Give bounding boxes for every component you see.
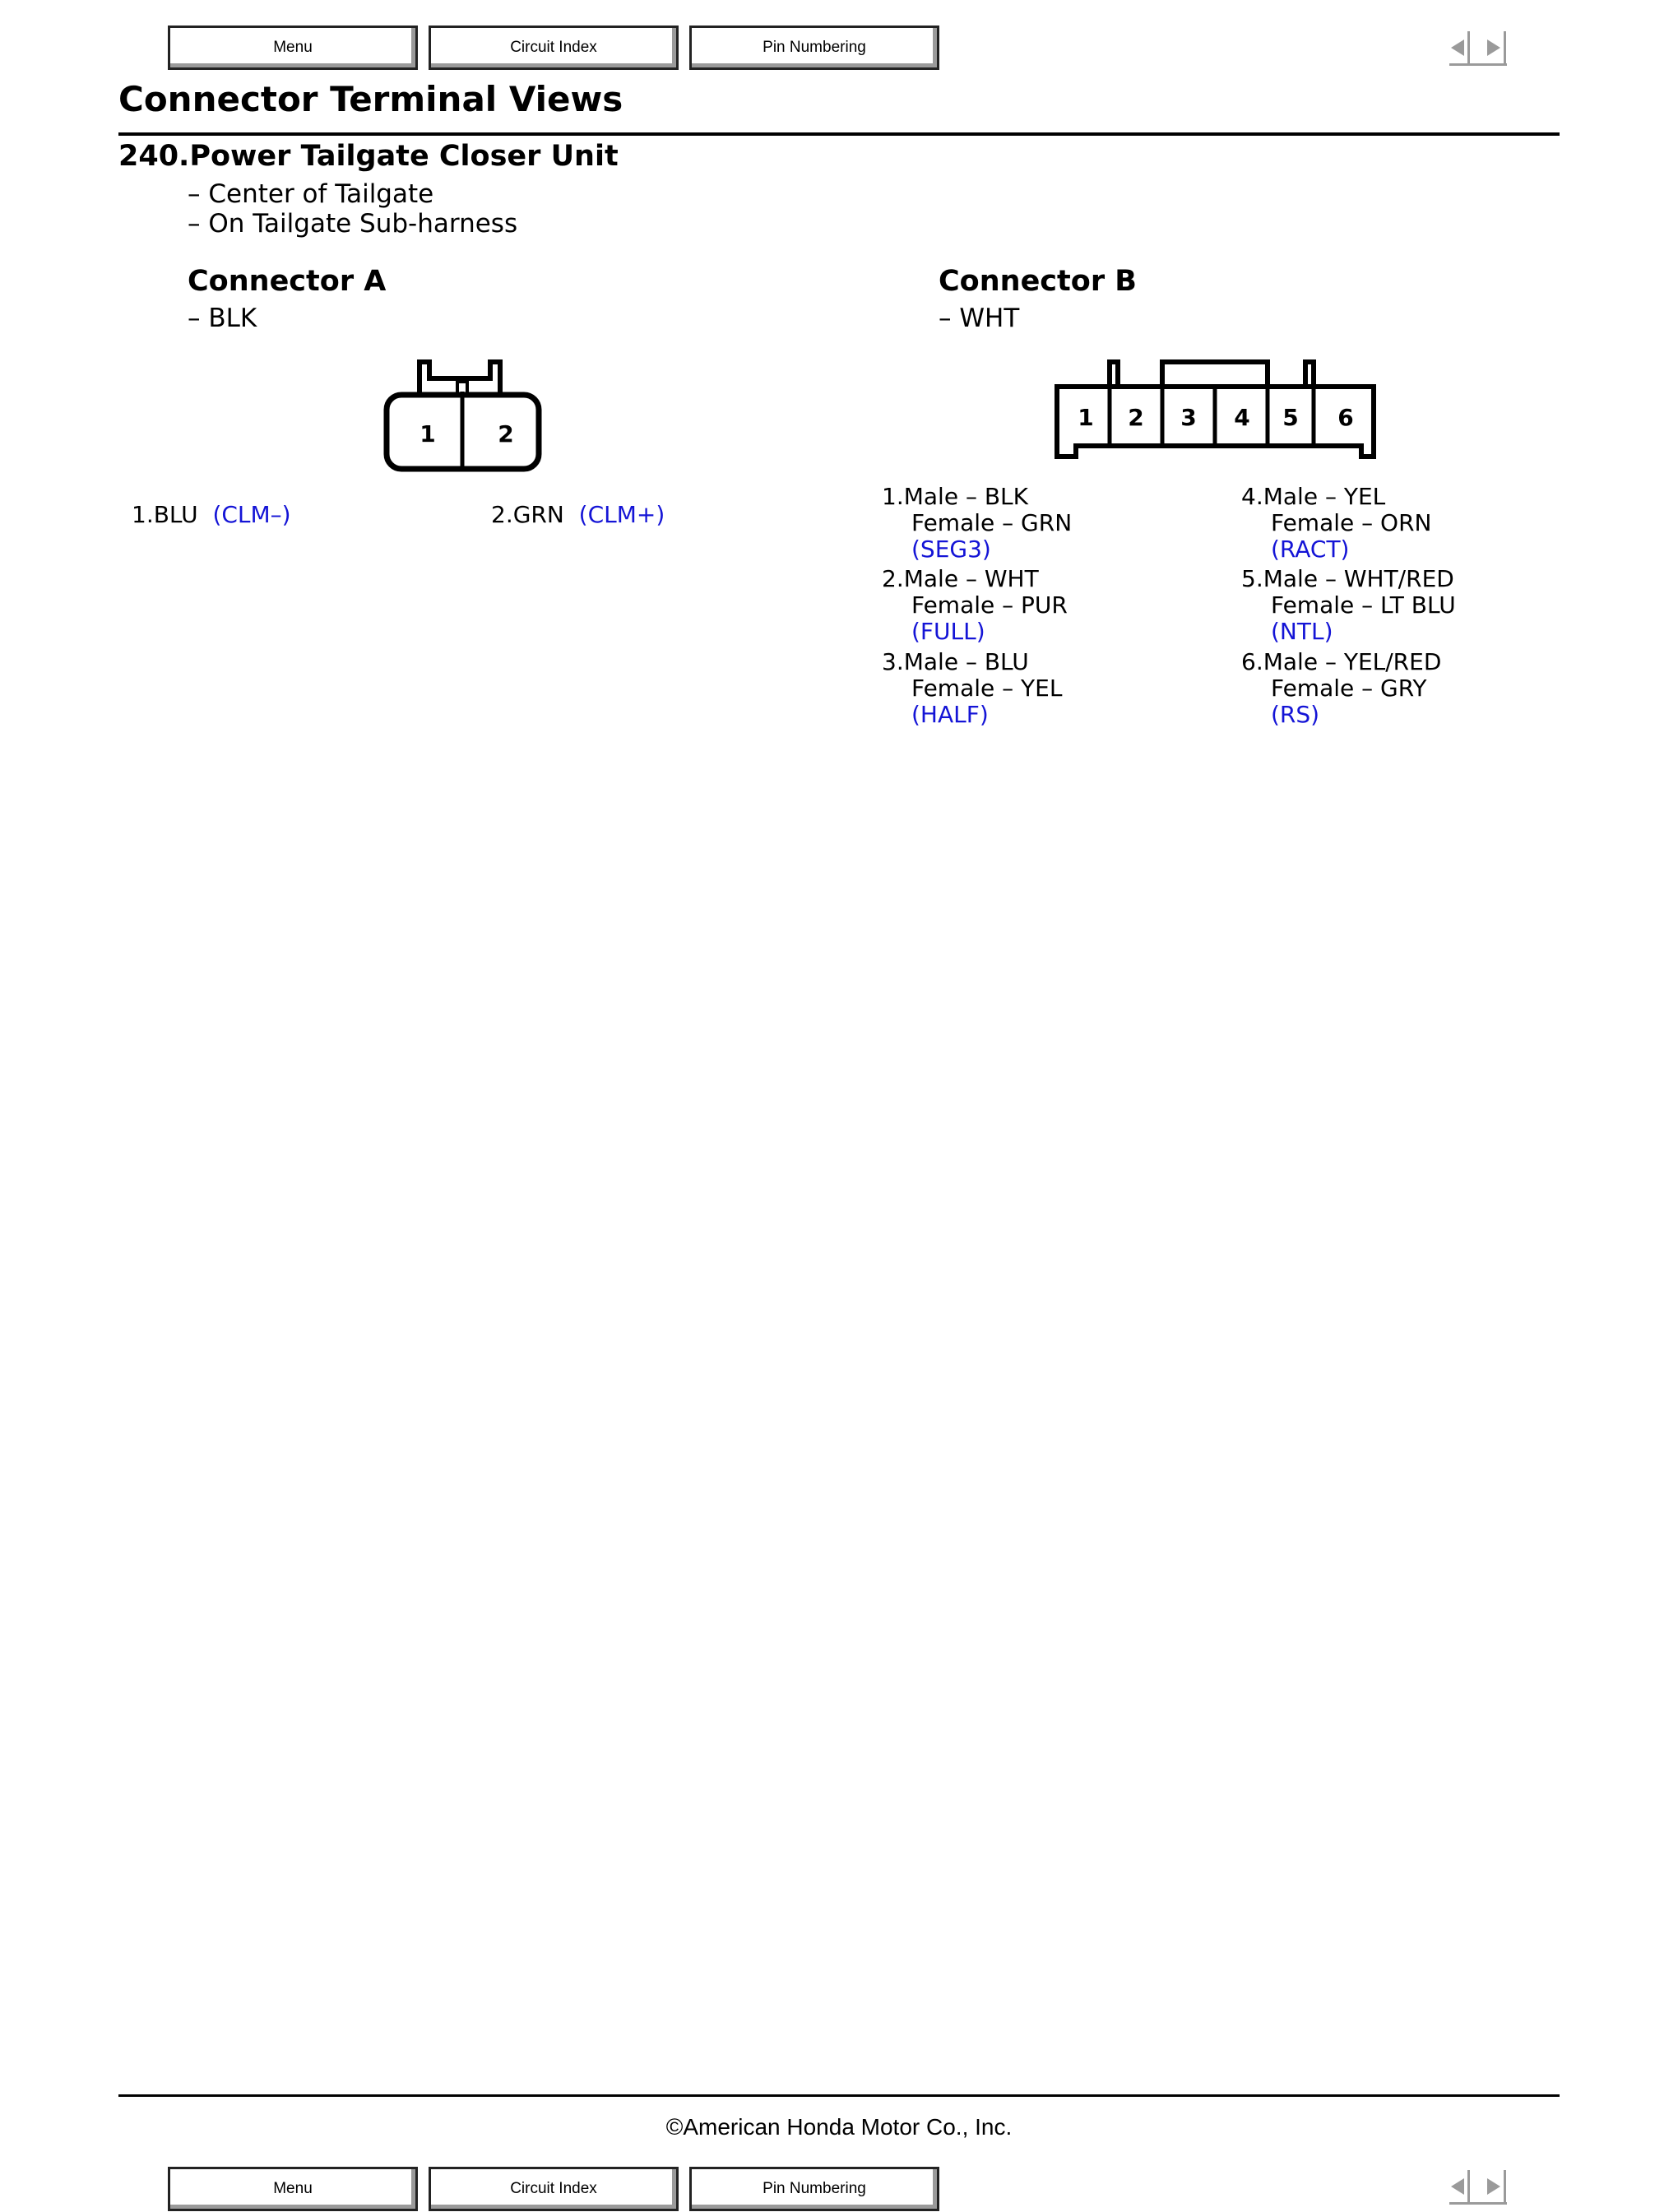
connector-b-latch-right <box>1303 359 1316 387</box>
connector-b-title: Connector B <box>939 265 1137 298</box>
male-wire: Male – WHT/RED <box>1263 565 1454 592</box>
pin-numbering-button-label: Pin Numbering <box>763 39 866 56</box>
menu-button-top[interactable]: Menu <box>168 26 418 70</box>
wire-color: GRN <box>512 501 564 528</box>
wire-color: BLU <box>153 501 198 528</box>
section-number: 240. <box>118 140 190 173</box>
page-nav-arrows-bottom[interactable] <box>1448 2168 1513 2206</box>
connector-b-cavity-dividers <box>1107 387 1316 446</box>
page-nav-arrows-top[interactable] <box>1448 30 1513 67</box>
signal-name: (HALF) <box>911 701 989 728</box>
signal-name: (NTL) <box>1271 618 1333 645</box>
signal-name: (CLM–) <box>212 501 291 528</box>
signal-name: (RACT) <box>1271 536 1350 563</box>
connector-b-color: – WHT <box>939 304 1020 333</box>
connector-b-pin-5: 5.Male – WHT/RED Female – LT BLU (NTL) <box>1241 566 1456 645</box>
circuit-index-button-label: Circuit Index <box>510 39 597 56</box>
connector-a-diagram: 1 2 <box>383 359 542 472</box>
end-bar-icon <box>1504 2170 1506 2205</box>
connector-a-title: Connector A <box>188 265 387 298</box>
signal-name: (FULL) <box>911 618 985 645</box>
connector-b-pin-5-label: 5 <box>1282 404 1298 431</box>
menu-button-bottom[interactable]: Menu <box>168 2167 418 2211</box>
connector-b-pin-6-label: 6 <box>1337 404 1353 431</box>
page-title: Connector Terminal Views <box>118 79 623 119</box>
connector-b-diagram: 1 2 3 4 5 6 <box>1055 359 1376 459</box>
connector-b-pin-2-label: 2 <box>1128 404 1143 431</box>
female-wire: Female – GRY <box>1271 675 1427 702</box>
connector-b-pin-4: 4.Male – YEL Female – ORN (RACT) <box>1241 484 1431 563</box>
connector-b-pin-1-label: 1 <box>1078 404 1093 431</box>
connector-a-pin-2-label: 2 <box>498 420 513 448</box>
female-wire: Female – PUR <box>911 591 1068 619</box>
location-1: – Center of Tailgate <box>188 179 434 209</box>
male-wire: Male – WHT <box>903 565 1039 592</box>
pin-number: 2. <box>882 565 904 592</box>
male-wire: Male – BLK <box>903 483 1029 510</box>
connector-a-key <box>456 380 469 396</box>
pin-numbering-button-label: Pin Numbering <box>763 2180 866 2197</box>
baseline-icon <box>1449 2202 1507 2205</box>
connector-a-pin-1-label: 1 <box>420 420 435 448</box>
connector-b-pin-6: 6.Male – YEL/RED Female – GRY (RS) <box>1241 649 1441 728</box>
menu-button-label: Menu <box>273 39 313 56</box>
pin-number: 4. <box>1241 483 1263 510</box>
connector-a-pin-2: 2.GRN (CLM+) <box>491 502 665 528</box>
connector-a-pin-1: 1.BLU (CLM–) <box>132 502 291 528</box>
female-wire: Female – YEL <box>911 675 1063 702</box>
next-page-icon[interactable] <box>1487 2178 1500 2195</box>
previous-page-icon[interactable] <box>1451 2178 1464 2195</box>
divider-icon <box>1467 31 1470 66</box>
connector-b-pin-3: 3.Male – BLU Female – YEL (HALF) <box>882 649 1062 728</box>
male-wire: Male – YEL <box>1263 483 1386 510</box>
section-heading: 240.Power Tailgate Closer Unit <box>118 140 619 173</box>
connector-b-housing <box>1055 384 1376 459</box>
connector-a-latch <box>417 359 503 395</box>
circuit-index-button-top[interactable]: Circuit Index <box>429 26 679 70</box>
pin-number: 6. <box>1241 648 1263 675</box>
connector-b-pin-1: 1.Male – BLK Female – GRN (SEG3) <box>882 484 1072 563</box>
pin-number: 5. <box>1241 565 1263 592</box>
male-wire: Male – YEL/RED <box>1263 648 1442 675</box>
signal-name: (CLM+) <box>578 501 665 528</box>
female-wire: Female – LT BLU <box>1271 591 1456 619</box>
title-rule <box>118 132 1560 136</box>
pin-number: 1. <box>882 483 904 510</box>
signal-name: (SEG3) <box>911 536 991 563</box>
connector-b-pin-4-label: 4 <box>1234 404 1249 431</box>
previous-page-icon[interactable] <box>1451 39 1464 56</box>
connector-b-key <box>1160 359 1270 387</box>
location-2: – On Tailgate Sub-harness <box>188 209 518 239</box>
divider-icon <box>1467 2170 1470 2205</box>
pin-number: 2. <box>491 501 513 528</box>
section-name: Power Tailgate Closer Unit <box>189 140 619 173</box>
footer-rule <box>118 2094 1560 2097</box>
connector-b-latch-left <box>1107 359 1120 387</box>
female-wire: Female – ORN <box>1271 509 1432 536</box>
next-page-icon[interactable] <box>1487 39 1500 56</box>
connector-b-pin-3-label: 3 <box>1180 404 1196 431</box>
copyright-text: ©American Honda Motor Co., Inc. <box>665 2114 1013 2140</box>
pin-number: 1. <box>132 501 154 528</box>
pin-number: 3. <box>882 648 904 675</box>
end-bar-icon <box>1504 31 1506 66</box>
signal-name: (RS) <box>1271 701 1320 728</box>
circuit-index-button-bottom[interactable]: Circuit Index <box>429 2167 679 2211</box>
connector-b-pin-2: 2.Male – WHT Female – PUR (FULL) <box>882 566 1068 645</box>
baseline-icon <box>1449 63 1507 66</box>
pin-numbering-button-top[interactable]: Pin Numbering <box>689 26 939 70</box>
connector-a-color: – BLK <box>188 304 257 333</box>
menu-button-label: Menu <box>273 2180 313 2197</box>
pin-numbering-button-bottom[interactable]: Pin Numbering <box>689 2167 939 2211</box>
circuit-index-button-label: Circuit Index <box>510 2180 597 2197</box>
female-wire: Female – GRN <box>911 509 1073 536</box>
male-wire: Male – BLU <box>903 648 1029 675</box>
